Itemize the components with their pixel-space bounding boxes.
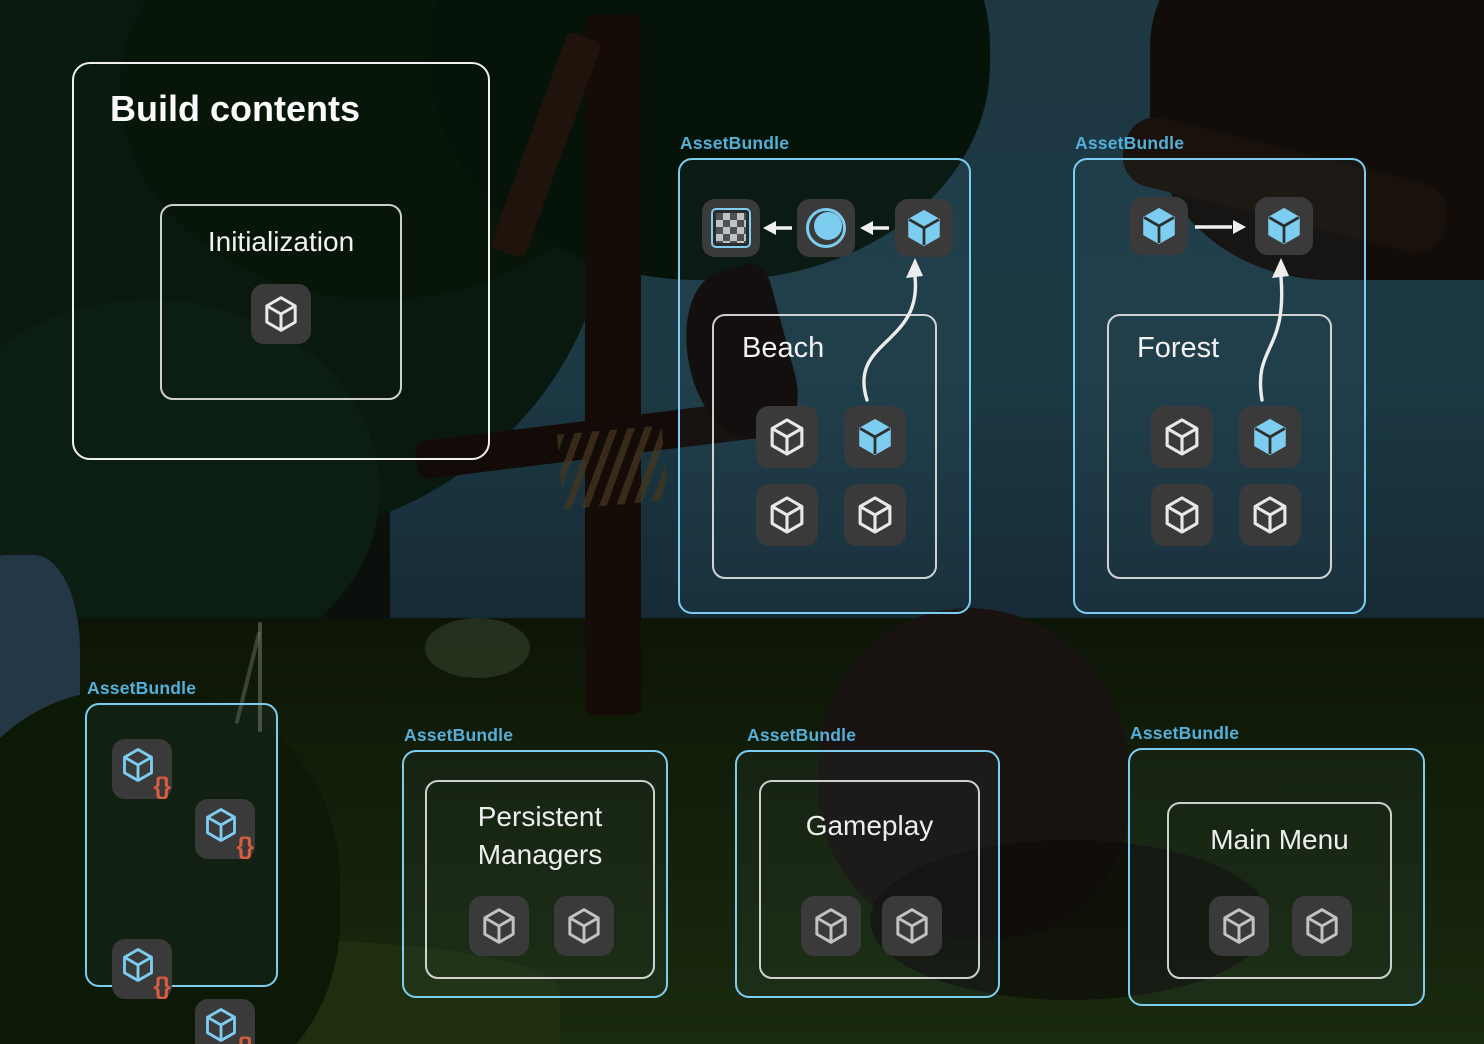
dependency-arrow — [1258, 258, 1289, 402]
assetbundle-forest: AssetBundle Forest — [1073, 133, 1366, 614]
assetbundle-main-menu: AssetBundle Main Menu — [1128, 723, 1425, 1006]
assetbundle-beach: AssetBundle Beach — [678, 133, 971, 614]
script-cube-icon: {} — [112, 939, 172, 999]
cube-icon — [756, 406, 818, 468]
cube-icon — [756, 484, 818, 546]
arrow-left-icon — [860, 221, 889, 235]
main-menu-group: Main Menu — [1167, 802, 1392, 979]
arrow-left-icon — [763, 221, 792, 235]
code-braces-icon: {} — [236, 833, 254, 860]
code-braces-icon: {} — [236, 1035, 254, 1044]
cube-icon — [1209, 896, 1269, 956]
texture-icon — [702, 199, 760, 257]
material-icon — [797, 199, 855, 257]
persistent-managers-title: Persistent Managers — [477, 801, 603, 870]
cube-icon — [882, 896, 942, 956]
cube-icon — [1239, 484, 1301, 546]
build-contents-panel: Build contents Initialization — [72, 62, 490, 460]
gameplay-group: Gameplay — [759, 780, 980, 979]
cube-icon — [251, 284, 311, 344]
cube-icon — [554, 896, 614, 956]
beach-title: Beach — [742, 332, 825, 364]
beach-group: Beach — [712, 314, 937, 579]
build-contents-title: Build contents — [110, 88, 360, 129]
cube-icon — [469, 896, 529, 956]
cube-icon — [801, 896, 861, 956]
background-plant — [258, 622, 262, 732]
assetbundle-label: AssetBundle — [1130, 723, 1240, 743]
persistent-managers-group: Persistent Managers — [425, 780, 655, 979]
script-cube-icon: {} — [195, 799, 255, 859]
assetbundle-label: AssetBundle — [404, 725, 514, 745]
background-scarecrow-post — [585, 15, 641, 715]
cube-icon-highlighted — [844, 406, 906, 468]
script-cube-icon: {} — [112, 739, 172, 799]
assetbundle-label: AssetBundle — [87, 678, 197, 698]
assetbundle-persistent-managers: AssetBundle Persistent Managers — [402, 725, 668, 998]
forest-title: Forest — [1137, 332, 1220, 364]
arrow-right-icon — [1195, 220, 1246, 234]
initialization-group: Initialization — [160, 204, 402, 400]
cube-icon-highlighted — [1239, 406, 1301, 468]
background-grass-tuft — [425, 618, 530, 678]
assetbundle-label: AssetBundle — [747, 725, 857, 745]
cube-icon — [1151, 484, 1213, 546]
assetbundle-label: AssetBundle — [680, 133, 790, 153]
mesh-cube-icon — [1255, 197, 1313, 255]
gameplay-title: Gameplay — [805, 810, 934, 841]
main-menu-title: Main Menu — [1210, 824, 1349, 855]
dependency-arrow — [862, 258, 923, 402]
forest-group: Forest — [1107, 314, 1332, 579]
mesh-cube-icon — [895, 199, 953, 257]
cube-icon — [1292, 896, 1352, 956]
assetbundle-gameplay: AssetBundle Gameplay — [735, 725, 1000, 998]
cube-icon — [844, 484, 906, 546]
initialization-title: Initialization — [207, 226, 355, 257]
background-rope — [556, 425, 669, 510]
mesh-cube-icon — [1130, 197, 1188, 255]
assetbundle-scripts: AssetBundle {} {} {} {} {} {} — [85, 678, 278, 1044]
script-cube-icon: {} — [195, 999, 255, 1044]
code-braces-icon: {} — [153, 973, 171, 1000]
code-braces-icon: {} — [153, 773, 171, 800]
assetbundle-label: AssetBundle — [1075, 133, 1185, 153]
cube-icon — [1151, 406, 1213, 468]
